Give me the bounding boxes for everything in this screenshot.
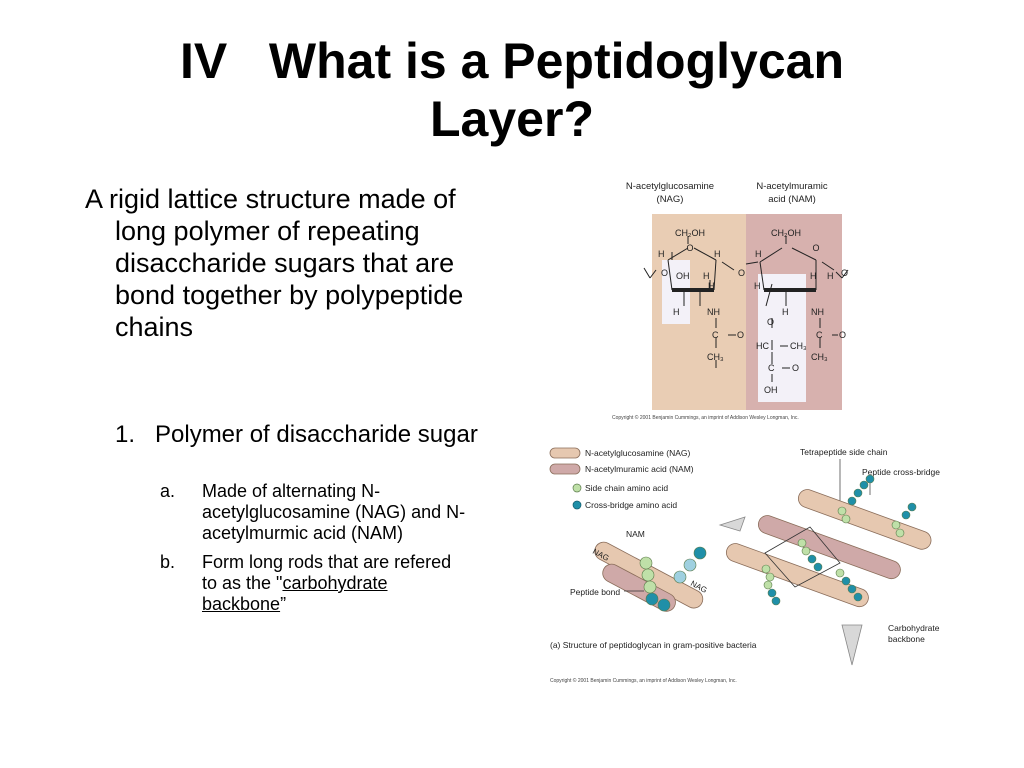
nag-o: O	[686, 243, 693, 253]
title-line-2: Layer?	[430, 91, 594, 147]
nag-ring	[643, 236, 736, 368]
nag-h-top-right: H	[714, 249, 721, 259]
detail-box	[764, 526, 841, 588]
nam-h-top-left: H	[755, 249, 762, 259]
nam-c-acid: C	[768, 363, 775, 373]
disaccharide-structure-figure: N-acetylglucosamine (NAG) N-acetylmurami…	[612, 181, 849, 421]
carbohydrate-label-2: backbone	[888, 634, 925, 644]
sub-list: a. Made of alternating N-acetylglucosami…	[160, 481, 470, 623]
crossbridge-label: Peptide cross-bridge	[862, 467, 940, 477]
sub-item-text: Made of alternating N-acetylglucosamine …	[202, 481, 466, 543]
nam-h-left: H	[754, 281, 761, 291]
peptidoglycan-structure-figure: N-acetylglucosamine (NAG) N-acetylmurami…	[549, 447, 940, 684]
item-number: 1.	[115, 421, 136, 448]
legend-nam-label: N-acetylmuramic acid (NAM)	[585, 464, 694, 474]
sub-item-marker: b.	[160, 552, 176, 572]
nam-label: N-acetylmuramic	[756, 181, 828, 192]
nam-highlight	[758, 274, 806, 402]
nam-h-bottom: H	[782, 307, 789, 317]
carbohydrate-backbone-link[interactable]: carbohydrate backbone	[202, 573, 388, 614]
nam-ring	[745, 236, 849, 382]
title-line-1: IV What is a Peptidoglycan	[179, 33, 844, 89]
legend-cross-dot	[572, 500, 582, 510]
nag-o-carbonyl: O	[737, 330, 744, 340]
nag-oh: OH	[676, 271, 690, 281]
legend: N-acetylglucosamine (NAG) N-acetylmurami…	[549, 447, 694, 510]
nag-abbr: (NAG)	[657, 194, 684, 205]
nam-o-right: O	[841, 268, 848, 278]
figure2-copyright: Copyright © 2001 Benjamin Cummings, an i…	[550, 677, 737, 684]
nag-ch2oh: CH₂OH	[675, 228, 705, 238]
nam-nh: NH	[811, 307, 824, 317]
legend-nam-swatch	[549, 463, 581, 475]
nam-o-left: O	[738, 268, 745, 278]
nam-ch3-side: CH₃	[790, 341, 807, 351]
peptide-bond-label: Peptide bond	[570, 587, 620, 597]
slide-title: IV What is a Peptidoglycan Layer?	[0, 32, 1024, 148]
numbered-item-1: 1. Polymer of disaccharide sugar	[115, 420, 495, 449]
nam-c: C	[816, 330, 823, 340]
nag-ch3: CH₃	[707, 352, 724, 362]
nam-h-far-right: H	[827, 271, 834, 281]
carbohydrate-label-1: Carbohydrate	[888, 623, 940, 633]
main-paragraph: A rigid lattice structure made of long p…	[60, 183, 500, 343]
nag-nh: NH	[707, 307, 720, 317]
legend-nag-swatch	[549, 447, 581, 459]
nag-c: C	[712, 330, 719, 340]
tetrapeptide-label: Tetrapeptide side chain	[800, 447, 888, 457]
paragraph-text: A rigid lattice structure made of long p…	[85, 184, 464, 342]
amino-acid-chains	[639, 474, 917, 612]
closing-quote: ”	[280, 594, 287, 614]
sub-item-marker: a.	[160, 481, 176, 501]
down-arrow-shape	[841, 624, 863, 666]
legend-nag-label: N-acetylglucosamine (NAG)	[585, 448, 691, 458]
legend-side-dot	[572, 483, 582, 493]
figure2-caption: (a) Structure of peptidoglycan in gram-p…	[550, 640, 757, 650]
sub-item-b: b. Form long rods that are refered to as…	[160, 552, 470, 615]
nam-hc: HC	[756, 341, 769, 351]
nam-label-2: acid (NAM)	[768, 194, 816, 205]
legend-side-label: Side chain amino acid	[585, 483, 668, 493]
figure1-copyright: Copyright © 2001 Benjamin Cummings, an i…	[612, 414, 799, 421]
nag-h-mid: H	[703, 271, 710, 281]
nag-label: N-acetylglucosamine	[626, 181, 714, 192]
nam-ch2oh: CH₂OH	[771, 228, 801, 238]
nam-o: O	[812, 243, 819, 253]
nam-o-ether: O	[767, 317, 774, 327]
item-text: Polymer of disaccharide sugar	[155, 421, 478, 448]
nam-o-carbonyl: O	[839, 330, 846, 340]
sub-item-a: a. Made of alternating N-acetylglucosami…	[160, 481, 470, 544]
nag-h-bottom: H	[673, 307, 680, 317]
nam-h-right: H	[810, 271, 817, 281]
nam-oh: OH	[764, 385, 778, 395]
nag-h-top-left: H	[658, 249, 665, 259]
up-arrow-shape	[718, 516, 746, 532]
nag-h-right: H	[708, 281, 715, 291]
nam-o-acid: O	[792, 363, 799, 373]
nam-callout: NAM	[626, 529, 645, 539]
legend-cross-label: Cross-bridge amino acid	[585, 500, 677, 510]
nag-o-left: O	[661, 268, 668, 278]
sub-item-text: Form long rods that are refered to as th…	[202, 552, 452, 593]
nam-ch3: CH₃	[811, 352, 828, 362]
